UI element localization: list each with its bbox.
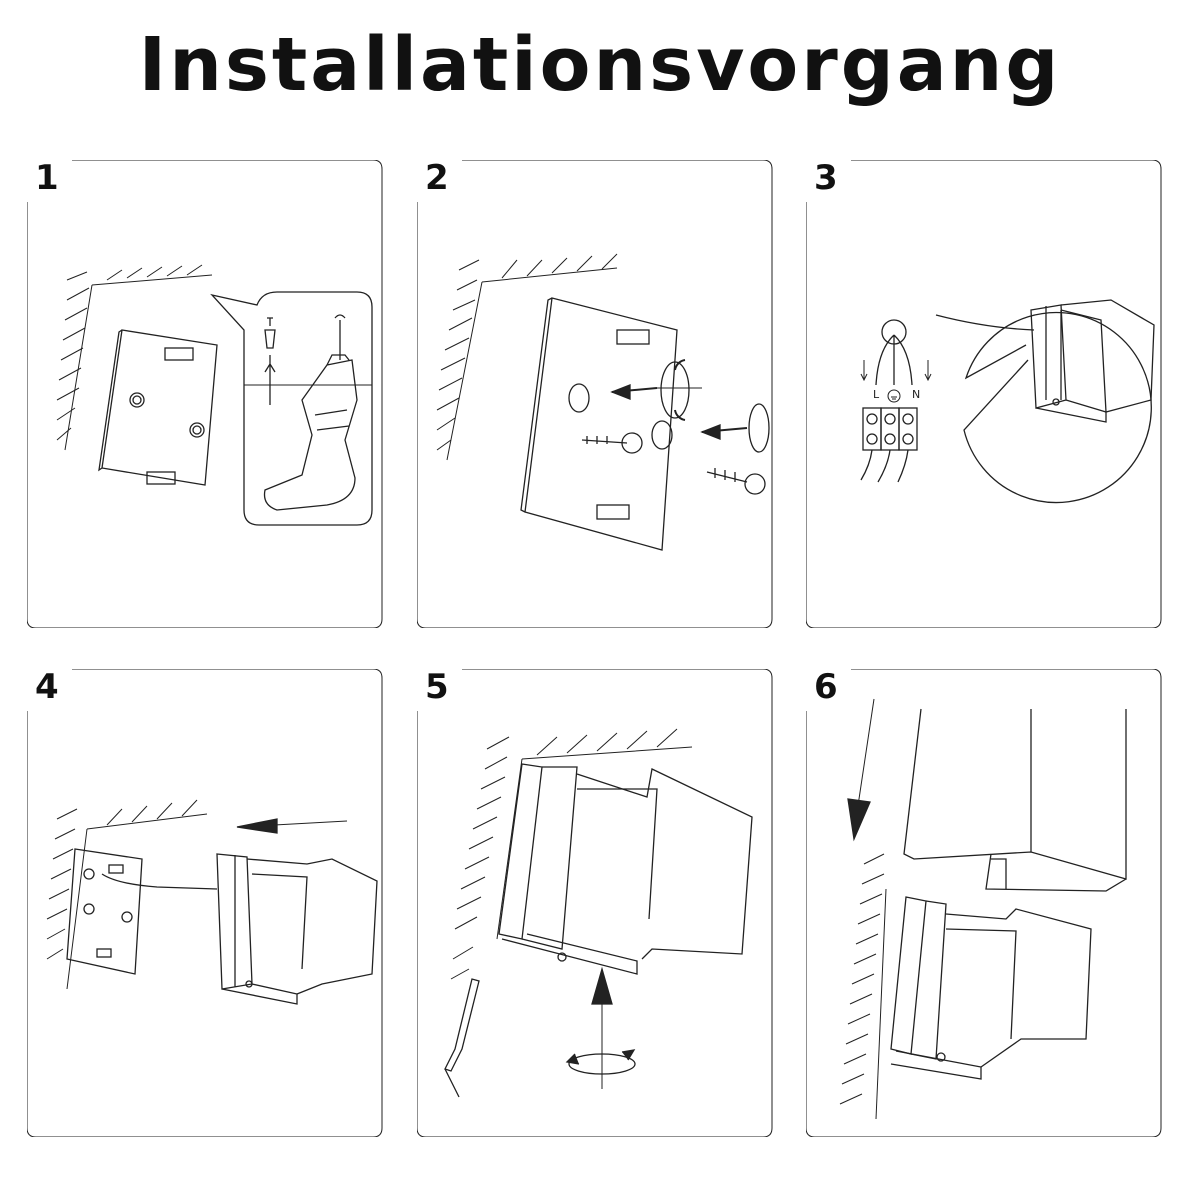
screw bbox=[581, 436, 628, 444]
arrow-icon bbox=[236, 818, 278, 834]
light-box bbox=[1030, 299, 1155, 423]
page-title: Installationsvorgang bbox=[138, 22, 1062, 108]
light-box bbox=[498, 763, 753, 975]
drill-bit bbox=[334, 314, 346, 360]
drill-icon bbox=[263, 354, 358, 511]
terminal-block bbox=[860, 319, 932, 483]
live-label: L bbox=[873, 388, 880, 401]
step-5-illustration bbox=[417, 669, 773, 1137]
step-2-illustration bbox=[417, 160, 773, 628]
step-1-illustration bbox=[27, 160, 383, 628]
step-3-illustration bbox=[806, 160, 1162, 628]
wall-hatching bbox=[839, 853, 887, 1120]
ground-symbol bbox=[887, 389, 901, 403]
neutral-label: N bbox=[912, 388, 921, 401]
wire bbox=[101, 873, 218, 890]
up-arrow-icon bbox=[591, 966, 613, 1005]
wire bbox=[935, 314, 1035, 331]
wall-hatching bbox=[46, 799, 208, 990]
arrow-icon bbox=[700, 424, 721, 440]
magnifier-callout bbox=[963, 311, 1152, 504]
drill-hole bbox=[660, 361, 690, 419]
step-6-illustration bbox=[806, 669, 1162, 1137]
hex-key bbox=[444, 978, 480, 1098]
light-box bbox=[216, 853, 378, 1005]
screw bbox=[706, 468, 748, 483]
step-number: 6 bbox=[814, 667, 838, 707]
arrow-icon bbox=[610, 384, 631, 400]
step-number: 4 bbox=[35, 667, 59, 707]
wall-plug bbox=[568, 383, 590, 413]
mounting-plate bbox=[66, 848, 143, 975]
step-3-panel: L N 3 bbox=[806, 158, 1162, 628]
step-5-panel: 5 bbox=[417, 667, 773, 1137]
light-cover bbox=[903, 708, 1127, 892]
step-number: 3 bbox=[814, 158, 838, 198]
wall-hatching bbox=[436, 253, 618, 461]
plate-slot bbox=[616, 329, 650, 345]
step-number: 5 bbox=[425, 667, 449, 707]
plate-slot bbox=[596, 504, 630, 520]
anchor-plug bbox=[264, 317, 276, 405]
rotate-arrow-icon bbox=[674, 359, 686, 421]
down-arrow-icon bbox=[847, 798, 871, 842]
step-4-illustration bbox=[27, 669, 383, 1137]
mounting-plate bbox=[520, 297, 678, 551]
step-2-panel: 2 bbox=[417, 158, 773, 628]
wall-hatching bbox=[450, 728, 693, 980]
step-number: 1 bbox=[35, 158, 59, 198]
wall-hatching bbox=[56, 264, 213, 451]
rotate-ellipse bbox=[568, 1053, 636, 1075]
step-6-panel: 6 bbox=[806, 667, 1162, 1137]
rotate-arrow-icon bbox=[565, 1049, 636, 1065]
drill-hole bbox=[748, 403, 770, 453]
step-1-panel: 1 bbox=[27, 158, 383, 628]
plate-slot bbox=[164, 347, 194, 361]
callout-bubble bbox=[210, 291, 373, 526]
step-4-panel: 4 bbox=[27, 667, 383, 1137]
step-number: 2 bbox=[425, 158, 449, 198]
light-box bbox=[890, 896, 1092, 1080]
plate-slot bbox=[146, 471, 176, 485]
mounting-plate bbox=[98, 329, 218, 486]
wall-plug bbox=[651, 420, 673, 450]
